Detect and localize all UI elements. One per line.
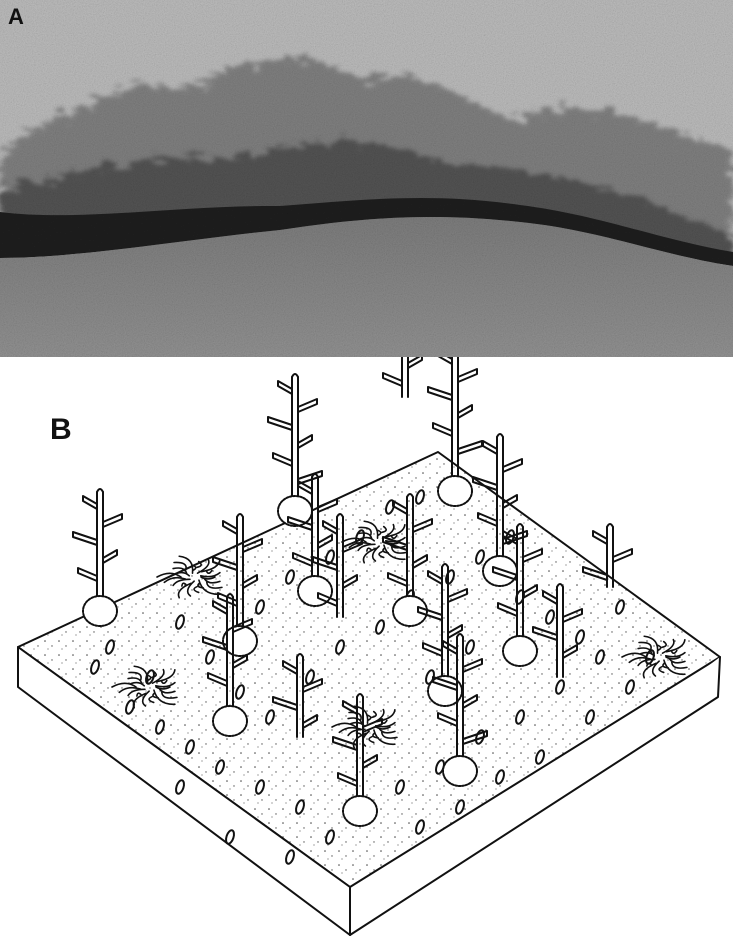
membrane-schematic: [0, 357, 733, 938]
glycoprotein: [268, 374, 322, 526]
glycoprotein: [73, 489, 122, 626]
panel-label-b: B: [50, 413, 72, 447]
micrograph-image: [0, 0, 733, 357]
schematic-panel: B: [0, 357, 733, 938]
micrograph-panel: A: [0, 0, 733, 357]
membrane-slab: [18, 452, 720, 935]
panel-label-a: A: [8, 4, 24, 30]
glycoprotein: [378, 357, 427, 397]
